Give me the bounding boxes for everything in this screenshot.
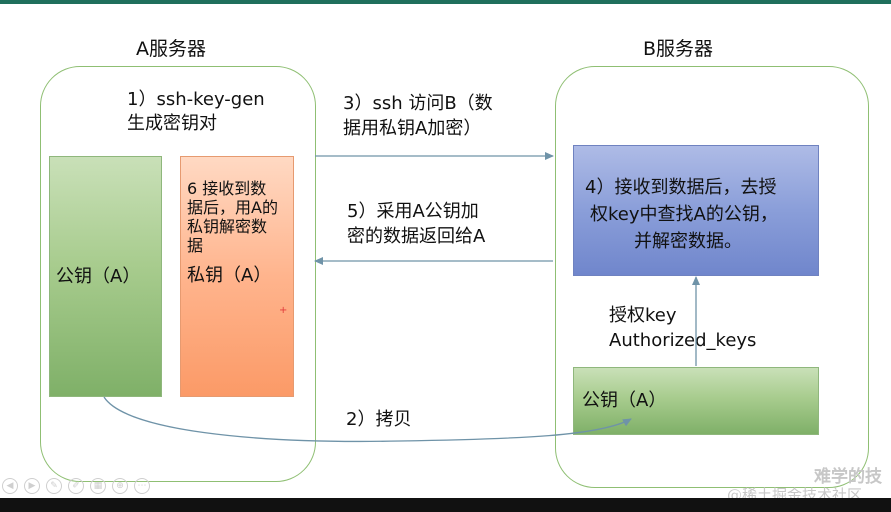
top-accent-line	[0, 0, 891, 4]
step1-line2: 生成密钥对	[127, 113, 217, 134]
public-key-b-box: 公钥（A）	[573, 367, 819, 435]
step5-line1: 5）采用A公钥加	[347, 201, 479, 222]
step3-line1: 3）ssh 访问B（数	[343, 93, 493, 114]
arrow-step2-copy	[103, 396, 632, 443]
pen-icon[interactable]: ✎	[46, 478, 62, 494]
arrow-right-icon[interactable]: ▶	[24, 478, 40, 494]
bottom-bar	[0, 498, 891, 512]
step3-line2: 据用私钥A加密）	[343, 118, 482, 139]
slide-toolbar: ◀ ▶ ✎ ✐ ▦ ⊕ ⋯	[2, 478, 150, 494]
step2-label: 2）拷贝	[346, 409, 412, 430]
watermark-line1: 难学的技	[814, 467, 882, 487]
step4-line3: 并解密数据。	[634, 231, 742, 252]
arrow-left-icon[interactable]: ◀	[2, 478, 18, 494]
server-a-title: A服务器	[136, 38, 206, 60]
auth-keys-line2: Authorized_keys	[609, 330, 757, 351]
private-key-note-line1: 6 接收到数	[187, 179, 267, 198]
more-icon[interactable]: ⋯	[134, 478, 150, 494]
server-b-title: B服务器	[643, 38, 714, 60]
pencil-icon[interactable]: ✐	[68, 478, 84, 494]
step4-line2: 权key中查找A的公钥，	[590, 204, 778, 225]
private-key-note-line3: 私钥解密数	[187, 217, 268, 236]
grid-icon[interactable]: ▦	[90, 478, 106, 494]
public-key-a-label: 公钥（A）	[56, 266, 141, 287]
server-b-box	[555, 66, 869, 488]
step1-line1: 1）ssh-key-gen	[127, 89, 265, 110]
auth-keys-line1: 授权key	[609, 305, 677, 326]
zoom-icon[interactable]: ⊕	[112, 478, 128, 494]
cursor-plus-icon: +	[279, 305, 288, 316]
step4-box: 4）接收到数据后，去授 权key中查找A的公钥， 并解密数据。	[573, 145, 819, 276]
public-key-b-label: 公钥（A）	[582, 390, 667, 411]
private-key-note-line4: 据	[187, 236, 204, 255]
private-key-a-label: 私钥（A）	[187, 265, 272, 286]
private-key-a-box: 6 接收到数 据后，用A的 私钥解密数 据 私钥（A） +	[180, 156, 294, 397]
server-a-box	[40, 66, 316, 482]
public-key-a-box: 公钥（A）	[49, 156, 162, 397]
step5-line2: 密的数据返回给A	[347, 226, 486, 247]
step4-line1: 4）接收到数据后，去授	[585, 177, 777, 198]
private-key-note-line2: 据后，用A的	[187, 198, 278, 217]
